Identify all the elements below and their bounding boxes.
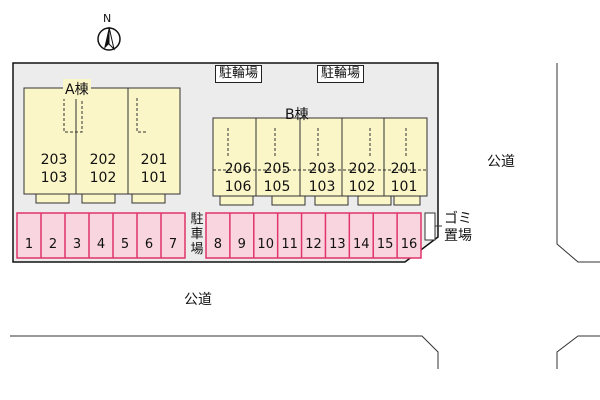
unit-lower: 106: [224, 179, 252, 195]
road-label-east: 公道: [487, 154, 515, 170]
parking-label: 駐車場: [190, 212, 204, 257]
garbage-area: [424, 212, 436, 241]
parking-space-number: 12: [305, 237, 322, 252]
parking-space-number: 16: [400, 237, 418, 252]
unit-upper: 203: [308, 161, 336, 177]
parking-space-number: 13: [329, 237, 346, 252]
road-label-south: 公道: [184, 292, 212, 308]
bike-parking-sign: 駐輪場: [215, 65, 263, 83]
unit-upper: 202: [348, 161, 376, 177]
unit-upper: 203: [40, 152, 68, 168]
building-a: [23, 87, 181, 204]
unit-label: 206 106: [220, 160, 256, 196]
parking-area: [16, 212, 422, 259]
bike-parking-sign: 駐輪場: [317, 65, 365, 83]
unit-label: 201 101: [136, 151, 172, 187]
unit-lower: 102: [348, 179, 376, 195]
unit-label: 202 102: [344, 160, 380, 196]
garbage-label: ゴミ置場: [444, 211, 472, 244]
road-lines: [10, 63, 600, 369]
unit-label: 203 103: [304, 160, 340, 196]
unit-label: 203 103: [36, 151, 72, 187]
parking-space-number: 3: [72, 237, 82, 252]
parking-space-number: 8: [213, 237, 223, 252]
parking-space-number: 5: [120, 237, 130, 252]
building-b: [212, 117, 428, 206]
building-b-label: B棟: [285, 107, 309, 123]
unit-upper: 201: [140, 152, 168, 168]
compass-icon: [97, 26, 121, 51]
parking-space-number: 9: [237, 237, 246, 252]
unit-upper: 202: [89, 152, 117, 168]
parking-space-number: 11: [281, 237, 298, 252]
unit-lower: 103: [308, 179, 336, 195]
parking-space-number: 6: [144, 237, 154, 252]
unit-label: 202 102: [85, 151, 121, 187]
unit-upper: 201: [390, 161, 418, 177]
parking-space-number: 1: [24, 237, 34, 252]
unit-lower: 102: [89, 170, 117, 186]
parking-space-number: 2: [48, 237, 58, 252]
unit-lower: 101: [140, 170, 168, 186]
parking-space-number: 10: [257, 237, 274, 252]
north-label: N: [103, 12, 112, 25]
unit-upper: 205: [263, 161, 291, 177]
parking-space-number: 7: [168, 237, 178, 252]
unit-lower: 105: [263, 179, 291, 195]
parking-space-number: 14: [352, 237, 370, 252]
unit-lower: 103: [40, 170, 68, 186]
unit-label: 205 105: [259, 160, 295, 196]
parking-space-number: 15: [376, 237, 394, 252]
unit-upper: 206: [224, 161, 252, 177]
unit-lower: 101: [390, 179, 418, 195]
parking-space-number: 4: [96, 237, 106, 252]
unit-label: 201 101: [386, 160, 422, 196]
building-a-label: A棟: [63, 79, 91, 99]
